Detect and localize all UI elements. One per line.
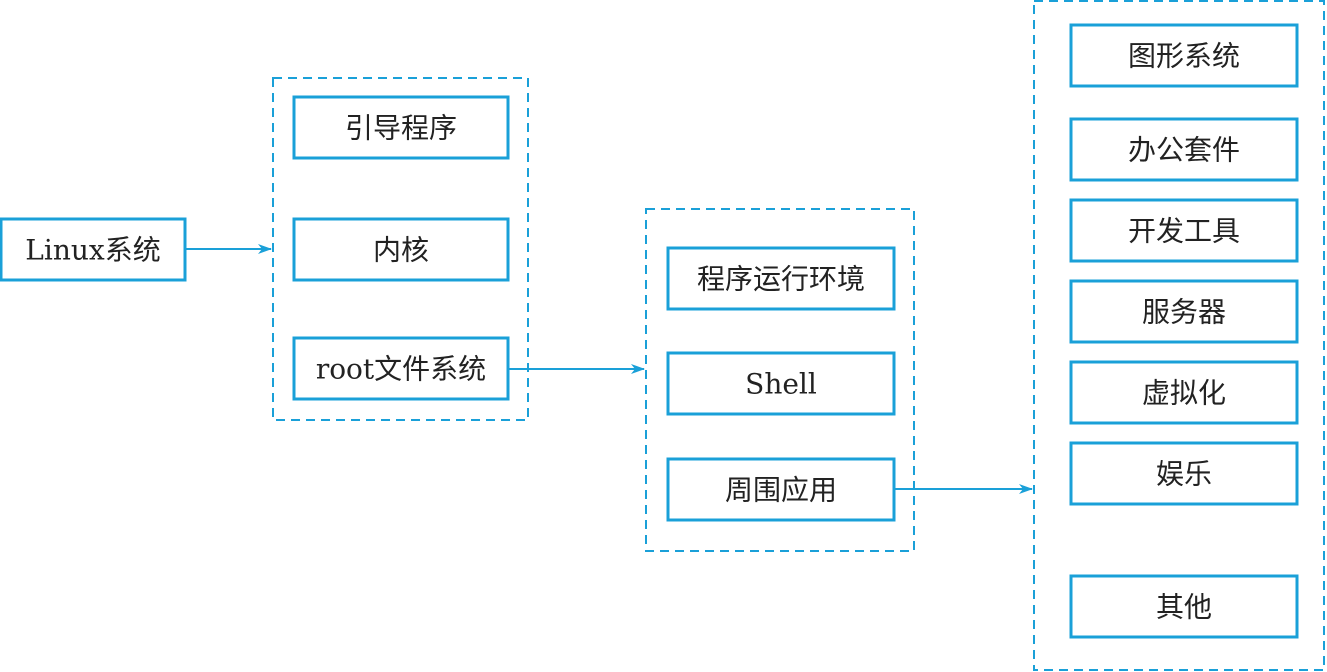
node-graphics-system-label: 图形系统	[1128, 40, 1240, 73]
node-dev-tools: 开发工具	[1069, 198, 1299, 263]
node-shell-label: Shell	[745, 368, 817, 401]
node-linux-system-label: Linux系统	[25, 234, 160, 267]
node-virtualization: 虚拟化	[1069, 360, 1299, 425]
node-office-suite: 办公套件	[1069, 117, 1299, 182]
node-kernel-label: 内核	[373, 234, 429, 267]
node-virtualization-label: 虚拟化	[1142, 377, 1226, 410]
node-server: 服务器	[1069, 279, 1299, 344]
node-entertainment-label: 娱乐	[1156, 458, 1212, 491]
node-shell: Shell	[666, 351, 896, 416]
node-graphics-system: 图形系统	[1069, 23, 1299, 88]
node-peripheral-apps-label: 周围应用	[725, 474, 837, 507]
node-entertainment: 娱乐	[1069, 441, 1299, 506]
node-server-label: 服务器	[1142, 296, 1226, 329]
node-other: 其他	[1069, 574, 1299, 639]
group-applications	[1033, 0, 1325, 671]
node-runtime-environment: 程序运行环境	[666, 246, 896, 311]
node-runtime-environment-label: 程序运行环境	[697, 263, 865, 296]
node-bootloader-label: 引导程序	[345, 112, 457, 145]
node-dev-tools-label: 开发工具	[1128, 215, 1240, 248]
node-root-filesystem: root文件系统	[292, 336, 510, 401]
node-kernel: 内核	[292, 217, 510, 282]
node-bootloader: 引导程序	[292, 95, 510, 160]
node-root-filesystem-label: root文件系统	[316, 353, 486, 386]
node-linux-system: Linux系统	[0, 217, 187, 282]
group-runtime-components	[645, 208, 915, 552]
node-other-label: 其他	[1156, 591, 1212, 624]
node-office-suite-label: 办公套件	[1128, 134, 1240, 167]
node-peripheral-apps: 周围应用	[666, 457, 896, 522]
group-boot-components	[272, 77, 529, 421]
